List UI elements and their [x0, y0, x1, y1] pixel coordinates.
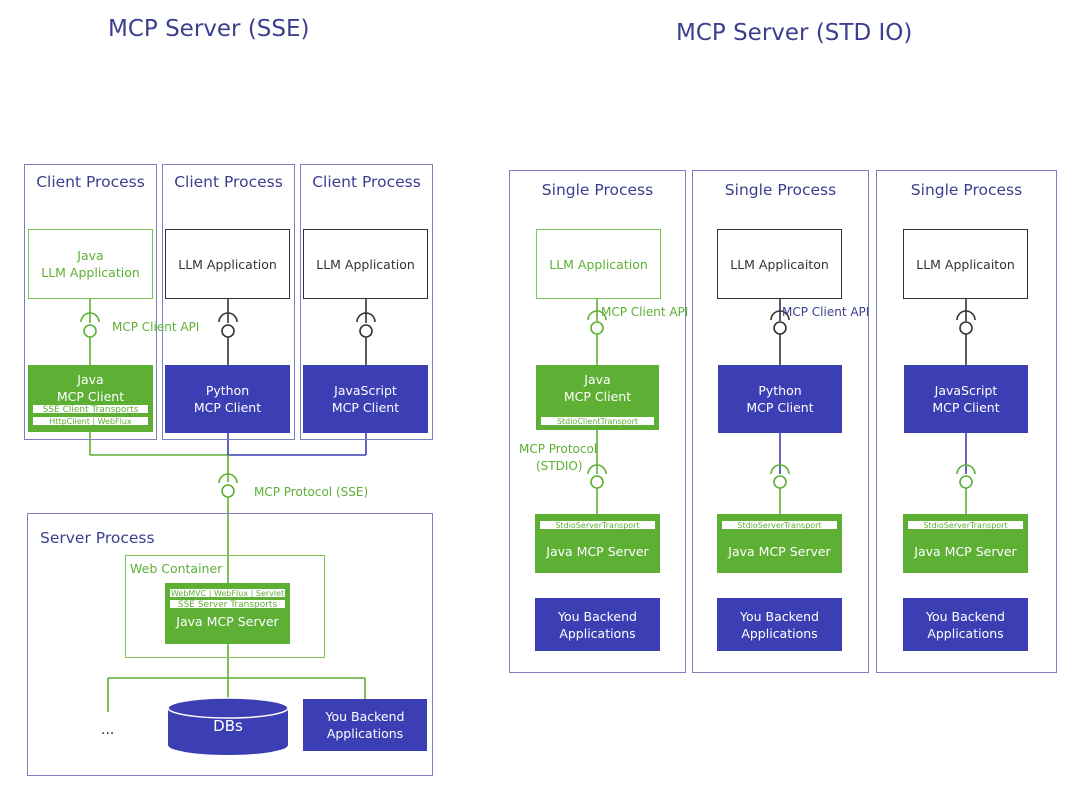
app-label: LLM Applicaiton	[916, 256, 1015, 272]
client-line: MCP Client	[932, 400, 1000, 415]
client-line: MCP Client	[746, 400, 814, 415]
javascript-mcp-client: JavaScript MCP Client	[303, 365, 428, 433]
app-label: LLM Application	[549, 256, 648, 272]
java-llm-application: Java LLM Application	[28, 229, 153, 299]
client-line: MCP Client	[193, 400, 262, 415]
server-process-label: Server Process	[40, 529, 155, 547]
mcp-client-api-label: MCP Client API	[112, 320, 200, 334]
java-mcp-client: Java MCP Client StdioClientTransport	[536, 365, 659, 430]
single-process-label: Single Process	[541, 181, 654, 199]
client-line: MCP Client	[56, 389, 125, 404]
llm-application: LLM Applicaiton	[903, 229, 1028, 299]
java-mcp-server: WebMVC | WebFlux | Servlet SSE Server Tr…	[165, 583, 290, 644]
single-process-java	[509, 170, 686, 673]
backend-applications: You Backend Applications	[717, 598, 842, 651]
web-container	[125, 555, 325, 658]
client-line: MCP Client	[331, 400, 400, 415]
server-label: Java MCP Server	[914, 544, 1017, 559]
backend-line: You Backend	[740, 608, 819, 624]
client-process-javascript	[300, 164, 433, 440]
backend-applications: You Backend Applications	[303, 699, 427, 751]
llm-application: LLM Application	[536, 229, 661, 299]
protocol-line: MCP Protocol	[519, 442, 598, 456]
client-line: Java	[77, 372, 104, 387]
client-process-label: Client Process	[312, 173, 421, 191]
stdio-server-transport: StdioServerTransport	[721, 520, 838, 530]
mcp-client-api-label: MCP Client API	[601, 305, 689, 319]
backend-line: Applications	[741, 625, 818, 641]
single-process-javascript	[876, 170, 1057, 673]
stdio-diagram-title: MCP Server (STD IO)	[676, 20, 913, 46]
java-mcp-server: StdioServerTransport Java MCP Server	[535, 514, 660, 573]
llm-application: LLM Application	[303, 229, 428, 299]
llm-application: LLM Application	[165, 229, 290, 299]
sse-server-transports: SSE Server Transports	[169, 599, 286, 609]
more-ellipsis: ...	[101, 722, 115, 738]
javascript-mcp-client: JavaScript MCP Client	[904, 365, 1028, 433]
server-label: Java MCP Server	[546, 544, 649, 559]
client-process-label: Client Process	[36, 173, 145, 191]
stdio-server-transport: StdioServerTransport	[539, 520, 656, 530]
backend-applications: You Backend Applications	[903, 598, 1028, 651]
server-transport-options: WebMVC | WebFlux | Servlet	[169, 588, 286, 598]
python-mcp-client: Python MCP Client	[718, 365, 842, 433]
db-label: DBs	[213, 717, 243, 735]
client-process-java	[24, 164, 157, 440]
mcp-client-api-label: MCP Client API	[782, 305, 870, 319]
python-mcp-client: Python MCP Client	[165, 365, 290, 433]
client-line: JavaScript	[334, 383, 397, 398]
single-process-label: Single Process	[724, 181, 837, 199]
java-mcp-client: Java MCP Client SSE Client Transports Ht…	[28, 365, 153, 432]
client-process-python	[162, 164, 295, 440]
web-container-label: Web Container	[130, 561, 223, 576]
database-cylinder	[167, 697, 289, 755]
server-label: Java MCP Server	[728, 544, 831, 559]
backend-line: You Backend	[325, 709, 405, 724]
backend-applications: You Backend Applications	[535, 598, 660, 651]
mcp-protocol-stdio-label: MCP Protocol (STDIO)	[519, 441, 597, 475]
java-mcp-server: StdioServerTransport Java MCP Server	[903, 514, 1028, 573]
app-label: LLM Applicaiton	[730, 256, 829, 272]
server-label: Java MCP Server	[176, 614, 279, 629]
llm-application: LLM Applicaiton	[717, 229, 842, 299]
stdio-client-transport: StdioClientTransport	[540, 416, 655, 426]
protocol-line: (STDIO)	[536, 459, 583, 473]
app-label: LLM Application	[178, 256, 277, 272]
backend-line: You Backend	[926, 608, 1005, 624]
client-line: MCP Client	[563, 389, 632, 404]
stdio-server-transport: StdioServerTransport	[907, 520, 1024, 530]
single-process-python	[692, 170, 869, 673]
backend-line: Applications	[326, 726, 404, 741]
client-process-label: Client Process	[174, 173, 283, 191]
backend-line: Applications	[559, 625, 636, 641]
client-transport-options: HttpClient | WebFlux	[32, 416, 149, 426]
sse-diagram-title: MCP Server (SSE)	[108, 16, 310, 42]
app-label: LLM Application	[316, 256, 415, 272]
single-process-label: Single Process	[910, 181, 1023, 199]
java-mcp-server: StdioServerTransport Java MCP Server	[717, 514, 842, 573]
client-line: JavaScript	[934, 383, 998, 398]
app-line: LLM Application	[41, 265, 140, 280]
mcp-protocol-sse-label: MCP Protocol (SSE)	[254, 485, 369, 499]
client-line: Python	[205, 383, 250, 398]
backend-line: You Backend	[558, 608, 637, 624]
sse-client-transports: SSE Client Transports	[32, 404, 149, 414]
client-line: Python	[758, 383, 802, 398]
server-process	[27, 513, 433, 776]
app-line: Java	[77, 248, 104, 263]
backend-line: Applications	[927, 625, 1004, 641]
client-line: Java	[584, 372, 611, 387]
